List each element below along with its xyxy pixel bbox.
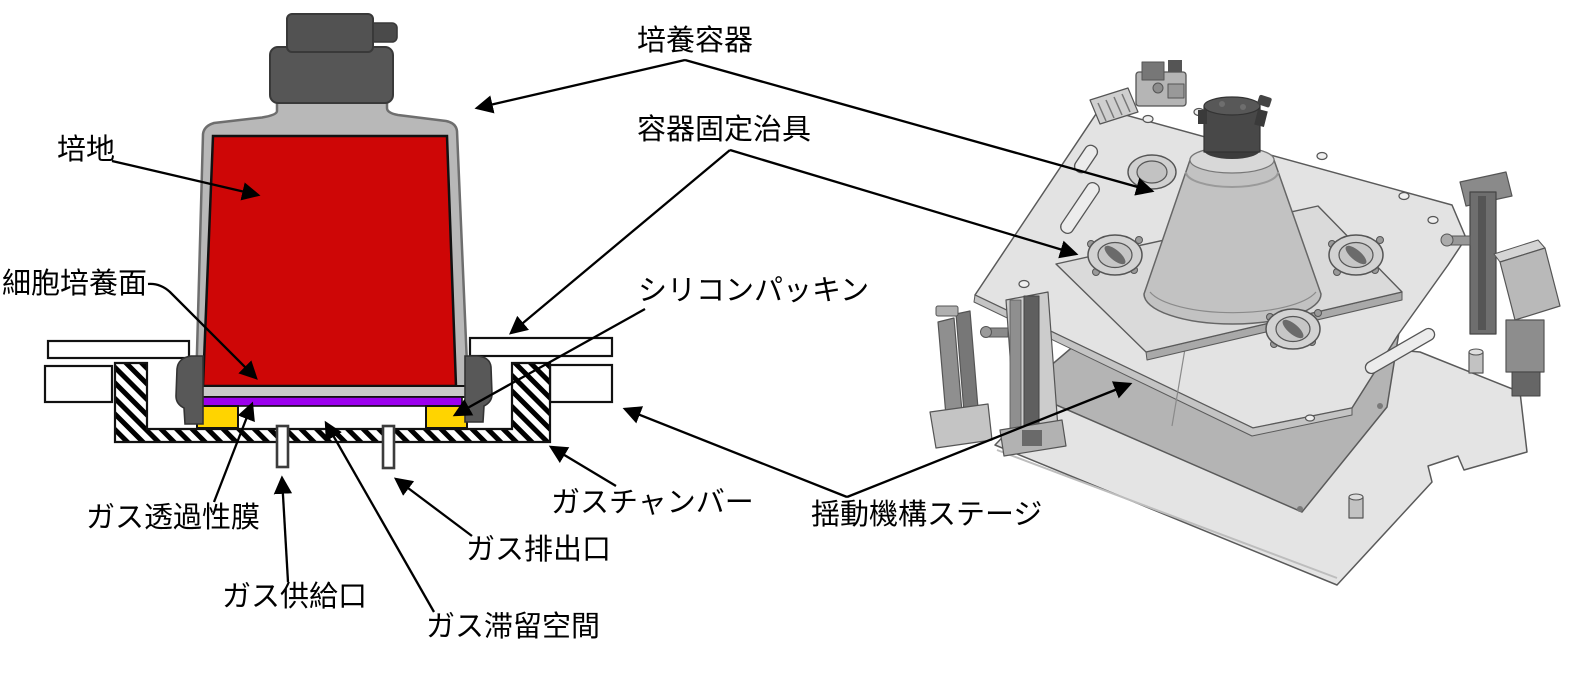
leader-silicone-packing: [452, 307, 646, 417]
leader-lines: [111, 58, 1155, 613]
clamp-left: [175, 355, 204, 425]
leader-rocking-stage-left: [622, 406, 848, 499]
label-cell-culture-surface: 細胞培養面: [2, 266, 148, 300]
vessel-3d-base-line: [1149, 291, 1317, 314]
vessel-3d-cap: [1198, 94, 1272, 159]
gas-permeable-membrane: [195, 396, 463, 407]
label-gas-exhaust-port: ガス排出口: [466, 532, 612, 566]
vessel-clamp-front-right: [1328, 234, 1384, 276]
slot: [1073, 144, 1099, 174]
leader-fixing-jig-left: [509, 149, 731, 335]
silicone-packing-right: [425, 405, 468, 429]
leader-supply-port: [273, 475, 293, 583]
leader-retention-space: [324, 420, 435, 613]
gas-supply-tube: [275, 424, 290, 469]
stage-peg: [1468, 348, 1484, 374]
leader-membrane: [212, 401, 255, 503]
leader-fixing-jig-right: [729, 148, 1079, 259]
label-gas-retention-space: ガス滞留空間: [426, 609, 601, 643]
leader-culture-vessel-left: [474, 58, 686, 114]
label-gas-supply-port: ガス供給口: [222, 579, 368, 613]
rocking-stage-3d-model: [929, 60, 1561, 586]
leader-culture-vessel-right: [684, 58, 1155, 196]
label-medium: 培地: [57, 132, 116, 166]
screw-dot: [1377, 403, 1383, 409]
jig-plate-left: [46, 339, 191, 360]
gas-chamber-hatched: [113, 361, 552, 444]
vessel-clamp-front-left: [1087, 234, 1143, 276]
stage-peg: [1348, 493, 1364, 519]
label-gas-chamber: ガスチャンバー: [551, 485, 754, 519]
top-plate-thickness: [973, 294, 1353, 437]
right-actuator-assembly: [1440, 171, 1561, 397]
leader-gas-chamber: [548, 445, 617, 487]
vessel-cap-top: [286, 13, 374, 53]
cell-culture-surface-plate: [193, 385, 467, 398]
slot: [1060, 182, 1100, 234]
leader-medium: [111, 159, 261, 201]
vessel-3d-rim: [1185, 171, 1279, 188]
jig-plate-right: [468, 336, 614, 358]
stage-block-left: [43, 364, 114, 404]
label-gas-permeable-membrane: ガス透過性膜: [86, 500, 261, 534]
label-silicone-packing: シリコンパッキン: [638, 273, 870, 307]
screw-dot: [1297, 506, 1303, 512]
left-actuator-assembly: [929, 291, 1067, 457]
flask-cross-section: [43, 13, 614, 470]
slot: [1364, 327, 1436, 375]
gas-exhaust-tube: [381, 424, 396, 470]
label-rocking-stage: 揺動機構ステージ: [811, 497, 1043, 531]
rear-bracket: [1135, 60, 1187, 107]
leader-rocking-stage-right: [846, 381, 1133, 499]
label-culture-vessel: 培養容器: [637, 23, 754, 57]
vessel-clamp-front-center: [1265, 308, 1322, 350]
leader-cell-culture-surface: [147, 282, 258, 380]
leader-exhaust-port: [393, 477, 473, 537]
label-vessel-fixing-jig: 容器固定治具: [637, 112, 812, 146]
base-plate-edge-line: [996, 449, 1338, 579]
clamp-right: [464, 355, 493, 423]
ridged-block: [1089, 87, 1139, 125]
vessel-cap-base: [269, 46, 394, 104]
vessel-clamp-back: [1127, 154, 1177, 190]
stage-block-right: [548, 363, 614, 404]
culture-medium: [201, 134, 458, 388]
